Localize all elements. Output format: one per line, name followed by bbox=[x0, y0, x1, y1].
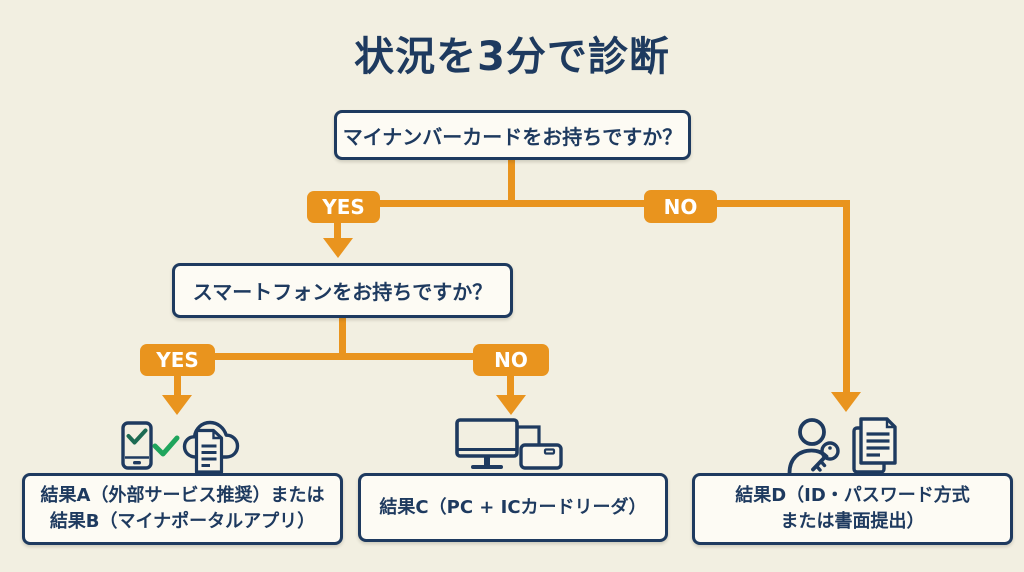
connector-yes2-down bbox=[174, 376, 181, 396]
question-smartphone-label: スマートフォンをお持ちですか？ bbox=[192, 280, 493, 304]
connector-q1-down bbox=[508, 160, 515, 202]
connector-no2-down bbox=[507, 376, 514, 396]
no-label-1: NO bbox=[644, 190, 717, 223]
connector-level2-horizontal bbox=[176, 353, 512, 360]
result-box-d: 結果D（ID・パスワード方式 または書面提出） bbox=[692, 473, 1013, 545]
result-ab-line1: 結果A（外部サービス推奨）または bbox=[40, 485, 325, 507]
cloud-document-icon bbox=[182, 420, 240, 474]
question-mynumber-card-label: マイナンバーカードをお持ちですか？ bbox=[342, 124, 683, 149]
connector-level1-horizontal bbox=[340, 200, 850, 207]
result-d-line1: 結果D（ID・パスワード方式 bbox=[735, 485, 970, 507]
result-ab-line2: 結果B（マイナポータルアプリ） bbox=[49, 511, 316, 532]
arrowhead-no1 bbox=[831, 392, 861, 412]
arrowhead-no2 bbox=[496, 395, 526, 415]
arrowhead-yes2 bbox=[162, 395, 192, 415]
no-label-2-text: NO bbox=[494, 348, 528, 372]
arrowhead-yes1 bbox=[323, 238, 353, 258]
result-box-ab: 結果A（外部サービス推奨）または 結果B（マイナポータルアプリ） bbox=[22, 473, 343, 545]
yes-label-2: YES bbox=[140, 344, 215, 376]
result-d-line2: または書面提出） bbox=[780, 511, 925, 532]
yes-label-2-text: YES bbox=[156, 348, 199, 372]
desktop-pc-icon bbox=[455, 418, 563, 470]
documents-icon bbox=[852, 417, 897, 474]
result-c-line1: 結果C（PC + ICカードリーダ） bbox=[379, 496, 647, 518]
connector-yes1-down bbox=[334, 223, 341, 239]
page-title: 状況を3分で診断 bbox=[354, 34, 670, 80]
result-box-c: 結果C（PC + ICカードリーダ） bbox=[358, 473, 668, 542]
yes-label-1-text: YES bbox=[322, 195, 365, 219]
smartphone-check-icon bbox=[121, 421, 153, 470]
question-mynumber-card: マイナンバーカードをお持ちですか？ bbox=[334, 110, 691, 160]
question-smartphone: スマートフォンをお持ちですか？ bbox=[172, 263, 513, 318]
no-label-1-text: NO bbox=[663, 194, 698, 219]
yes-label-1: YES bbox=[307, 191, 380, 223]
connector-q2-down bbox=[339, 318, 346, 357]
ic-card-reader-icon bbox=[519, 443, 563, 470]
connector-no1-down bbox=[843, 200, 850, 393]
person-key-icon bbox=[787, 418, 840, 475]
no-label-2: NO bbox=[473, 344, 549, 376]
check-icon bbox=[152, 435, 180, 457]
